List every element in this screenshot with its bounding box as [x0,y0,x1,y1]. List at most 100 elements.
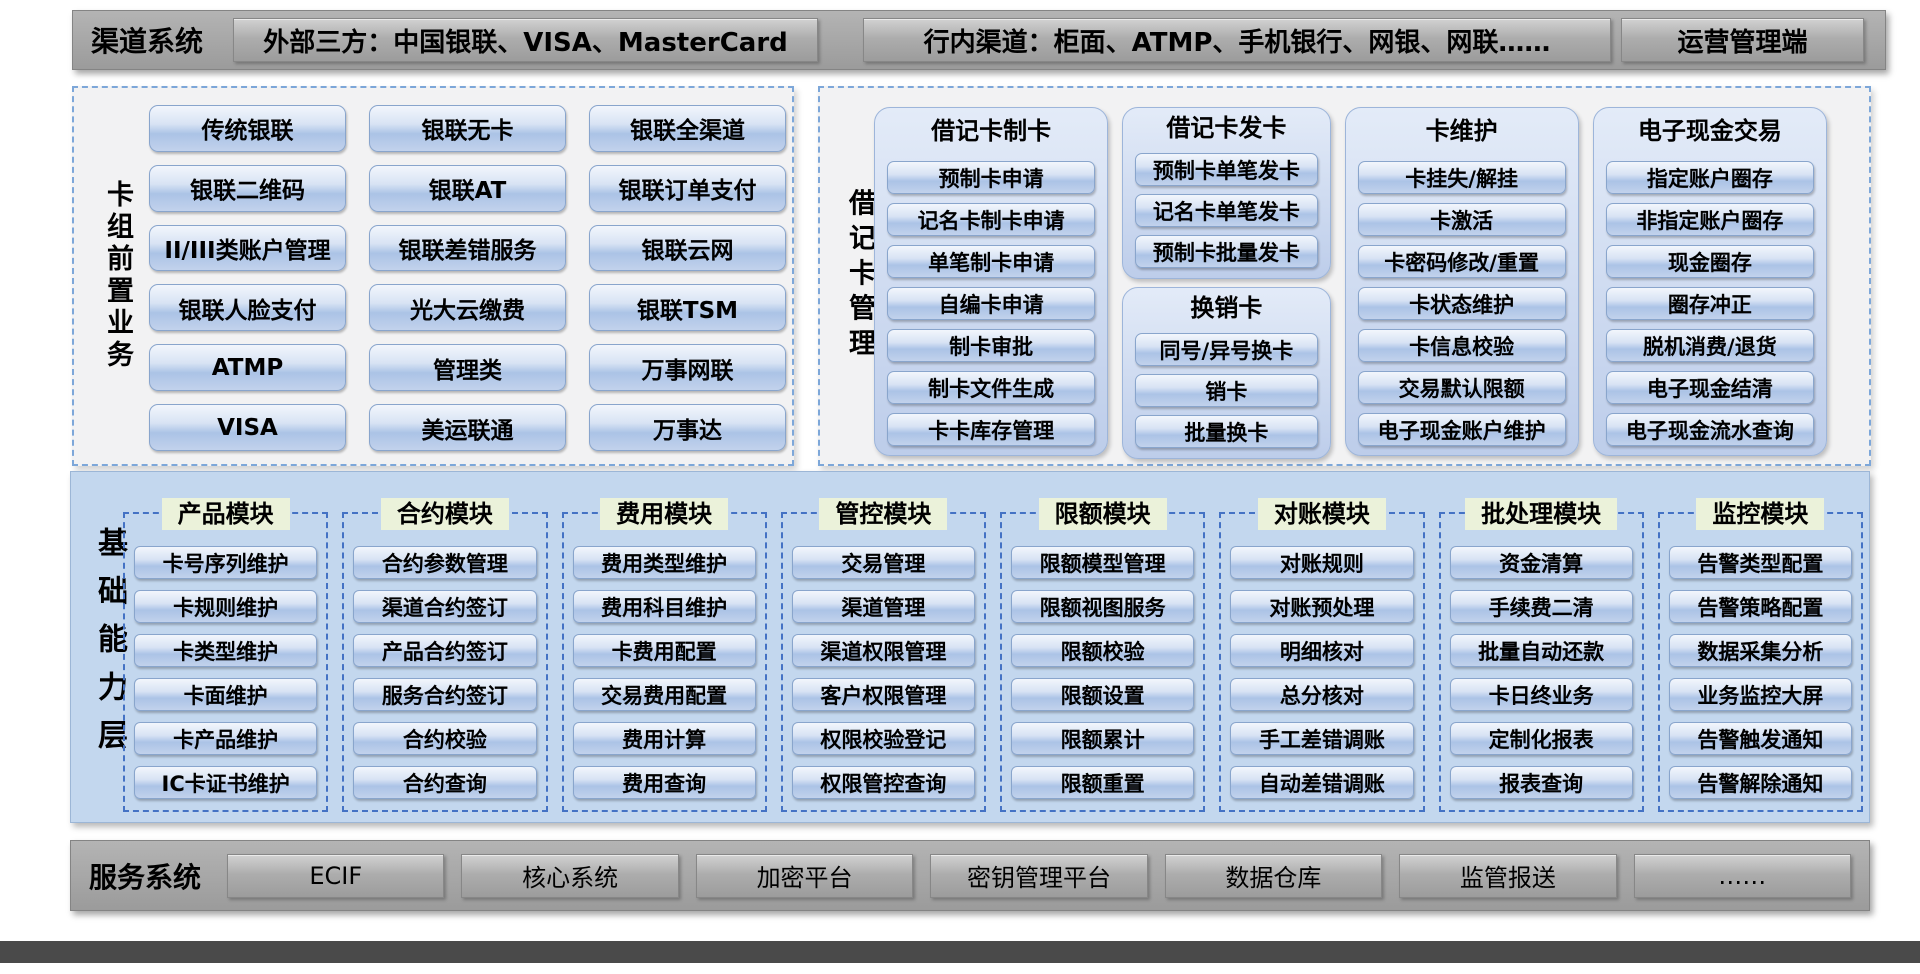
debit-item: 卡密码修改/重置 [1357,245,1566,278]
module-reconcile: 对账模块 对账规则 对账预处理 明细核对 总分核对 手工差错调账 自动差错调账 [1219,498,1425,812]
module-fee: 费用模块 费用类型维护 费用科目维护 卡费用配置 交易费用配置 费用计算 费用查… [561,498,767,812]
debit-item: 电子现金流水查询 [1605,413,1814,446]
module-item: 合约查询 [353,766,537,799]
module-item: 总分核对 [1230,678,1414,711]
debit-item: 预制卡申请 [887,161,1096,194]
debit-item: 制卡文件生成 [887,371,1096,404]
debit-group-card-making: 借记卡制卡 预制卡申请 记名卡制卡申请 单笔制卡申请 自编卡申请 制卡审批 制卡… [874,107,1109,456]
debit-item: 预制卡单笔发卡 [1135,153,1318,186]
debit-group-title: 换销卡 [1190,294,1263,322]
service-ellipsis-block: …… [1633,853,1851,898]
module-item: 卡号序列维护 [134,546,318,579]
channel-system-bar: 渠道系统 外部三方：中国银联、VISA、MasterCard 行内渠道：柜面、A… [72,10,1886,70]
card-front-item: 银联差错服务 [369,224,566,272]
debit-item: 记名卡制卡申请 [887,203,1096,236]
service-core-system-block: 核心系统 [461,853,679,898]
operation-management-block: 运营管理端 [1621,18,1865,62]
card-front-panel: 卡组前置业务 传统银联 银联无卡 银联全渠道 银联二维码 银联AT 银联订单支付… [72,86,794,466]
module-item: 服务合约签订 [353,678,537,711]
module-monitor: 监控模块 告警类型配置 告警策略配置 数据采集分析 业务监控大屏 告警触发通知 … [1657,498,1863,812]
module-item: 定制化报表 [1449,722,1633,755]
debit-item: 单笔制卡申请 [887,245,1096,278]
card-front-label: 卡组前置业务 [102,180,133,372]
module-item: 对账预处理 [1230,590,1414,623]
card-front-grid: 传统银联 银联无卡 银联全渠道 银联二维码 银联AT 银联订单支付 II/III… [149,105,786,451]
module-item: 告警触发通知 [1668,722,1852,755]
debit-item: 卡状态维护 [1357,287,1566,320]
module-title: 对账模块 [1257,498,1386,530]
module-item: 手续费二清 [1449,590,1633,623]
debit-middle-stack: 借记卡发卡 预制卡单笔发卡 记名卡单笔发卡 预制卡批量发卡 换销卡 同号/异号换… [1122,107,1331,459]
module-product: 产品模块 卡号序列维护 卡规则维护 卡类型维护 卡面维护 卡产品维护 IC卡证书… [123,498,329,812]
module-item: 费用查询 [572,766,756,799]
module-item: 卡面维护 [134,678,318,711]
card-front-item: 万事网联 [589,344,786,392]
debit-group-title: 卡维护 [1425,117,1498,145]
module-item: 渠道合约签订 [353,590,537,623]
module-item: 自动差错调账 [1230,766,1414,799]
module-item: 交易管理 [791,546,975,579]
card-front-item: 银联无卡 [369,105,566,152]
module-item: 明细核对 [1230,634,1414,667]
card-front-item: 银联云网 [589,224,786,272]
debit-item: 圈存冲正 [1605,287,1814,320]
card-front-item: 管理类 [369,344,566,392]
module-batch: 批处理模块 资金清算 手续费二清 批量自动还款 卡日终业务 定制化报表 报表查询 [1438,498,1644,812]
module-item: IC卡证书维护 [134,766,318,799]
module-item: 客户权限管理 [791,678,975,711]
debit-item: 自编卡申请 [887,287,1096,320]
debit-item: 电子现金账户维护 [1357,413,1566,446]
module-title: 费用模块 [600,498,729,530]
debit-item: 电子现金结清 [1605,371,1814,404]
module-item: 资金清算 [1449,546,1633,579]
debit-item: 批量换卡 [1135,415,1318,448]
card-front-item: 光大云缴费 [369,284,566,332]
service-encryption-platform-block: 加密平台 [695,853,914,898]
basic-layer-label: 基础能力层 [92,527,127,767]
channel-system-label: 渠道系统 [91,25,204,58]
module-title: 批处理模块 [1465,498,1618,530]
module-contract: 合约模块 合约参数管理 渠道合约签订 产品合约签订 服务合约签订 合约校验 合约… [342,498,548,812]
module-item: 卡规则维护 [134,590,318,623]
service-ecif-block: ECIF [227,853,445,898]
module-item: 报表查询 [1449,766,1633,799]
card-front-item: II/III类账户管理 [149,224,346,272]
debit-card-panel: 借记卡管理 借记卡制卡 预制卡申请 记名卡制卡申请 单笔制卡申请 自编卡申请 制… [818,86,1871,466]
debit-item: 卡信息校验 [1357,329,1566,362]
debit-item: 销卡 [1135,374,1318,407]
module-item: 对账规则 [1230,546,1414,579]
module-item: 渠道权限管理 [791,634,975,667]
module-item: 费用类型维护 [572,546,756,579]
debit-group-ecash: 电子现金交易 指定账户圈存 非指定账户圈存 现金圈存 圈存冲正 脱机消费/退货 … [1592,107,1827,456]
module-item: 卡类型维护 [134,634,318,667]
module-item: 批量自动还款 [1449,634,1633,667]
module-item: 告警策略配置 [1668,590,1852,623]
debit-item: 指定账户圈存 [1605,161,1814,194]
card-front-item: VISA [149,404,346,451]
card-front-item: 银联人脸支付 [149,284,346,332]
inbank-channels-block: 行内渠道：柜面、ATMP、手机银行、网银、网联…… [863,18,1612,62]
module-item: 权限校验登记 [791,722,975,755]
debit-card-columns: 借记卡制卡 预制卡申请 记名卡制卡申请 单笔制卡申请 自编卡申请 制卡审批 制卡… [874,107,1827,459]
card-front-item: 美运联通 [369,404,566,451]
module-item: 手工差错调账 [1230,722,1414,755]
module-item: 卡费用配置 [572,634,756,667]
debit-item: 同号/异号换卡 [1135,333,1318,366]
service-system-bar: 服务系统 ECIF 核心系统 加密平台 密钥管理平台 数据仓库 监管报送 …… [70,840,1870,911]
service-system-label: 服务系统 [89,860,202,894]
module-item: 交易费用配置 [572,678,756,711]
module-title: 产品模块 [161,498,290,530]
basic-layer-modules: 产品模块 卡号序列维护 卡规则维护 卡类型维护 卡面维护 卡产品维护 IC卡证书… [123,498,1863,812]
module-item: 产品合约签订 [353,634,537,667]
card-front-item: 银联二维码 [149,164,346,212]
module-title: 合约模块 [380,498,509,530]
card-front-item: 传统银联 [149,105,346,152]
card-front-item: 银联TSM [589,284,786,332]
bottom-divider-bar [0,941,1920,963]
debit-group-title: 借记卡制卡 [931,117,1052,145]
debit-group-title: 电子现金交易 [1637,117,1782,145]
debit-item: 现金圈存 [1605,245,1814,278]
card-front-item: 万事达 [589,404,786,451]
module-item: 费用科目维护 [572,590,756,623]
